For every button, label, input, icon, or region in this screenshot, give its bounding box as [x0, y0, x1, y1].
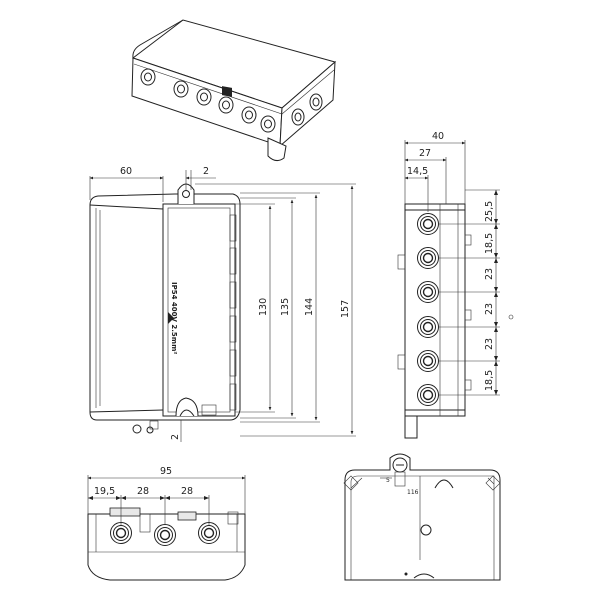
dim-2-top: 2: [203, 166, 209, 177]
dim-18-5-bottom: 18,5: [484, 370, 495, 391]
bottom-view: 95 19,5 28 28: [87, 466, 246, 581]
dim-2-bottom: 2: [170, 434, 181, 440]
section-label-116: 116: [407, 489, 419, 496]
section-view: 5 116: [343, 453, 501, 581]
dim-28-a: 28: [137, 486, 149, 497]
front-view: IP54 400V 2.5mm² 60 2 2 130 135 144 157: [89, 166, 356, 442]
side-view: 40 27 14,5 25,5 18,5 23 23 23 18,5: [397, 131, 514, 439]
front-bottom-screw: [132, 424, 142, 434]
iso-mount-lug: [267, 137, 287, 162]
front-bottom-lug: [175, 397, 199, 417]
logo-mark-front: [168, 312, 174, 324]
section-inner-hole: [420, 524, 432, 536]
logo-mark: [222, 86, 232, 97]
dim-157: 157: [340, 300, 351, 318]
dim-135: 135: [280, 298, 291, 316]
dim-23-a: 23: [484, 268, 495, 280]
dim-60: 60: [120, 166, 132, 177]
section-label-5: 5: [386, 477, 390, 484]
isometric-view: [131, 19, 337, 162]
dim-95: 95: [160, 466, 172, 477]
dim-144: 144: [304, 298, 315, 316]
dim-18-5-top: 18,5: [484, 233, 495, 254]
dim-23-b: 23: [484, 303, 495, 315]
iso-side-glands: [291, 93, 323, 126]
front-side-notches: [229, 214, 237, 411]
dim-14-5: 14,5: [407, 166, 428, 177]
dim-130: 130: [258, 298, 269, 316]
dim-25-5: 25,5: [484, 201, 495, 222]
dim-28-b: 28: [181, 486, 193, 497]
rating-text: IP54 400V 2.5mm²: [170, 282, 178, 354]
dim-23-c: 23: [484, 338, 495, 350]
dim-19-5: 19,5: [94, 486, 115, 497]
iso-front-glands: [140, 68, 276, 133]
side-view-dot: [508, 314, 514, 320]
dim-27: 27: [419, 148, 431, 159]
bottom-glands: [109, 521, 221, 547]
dim-40: 40: [432, 131, 444, 142]
